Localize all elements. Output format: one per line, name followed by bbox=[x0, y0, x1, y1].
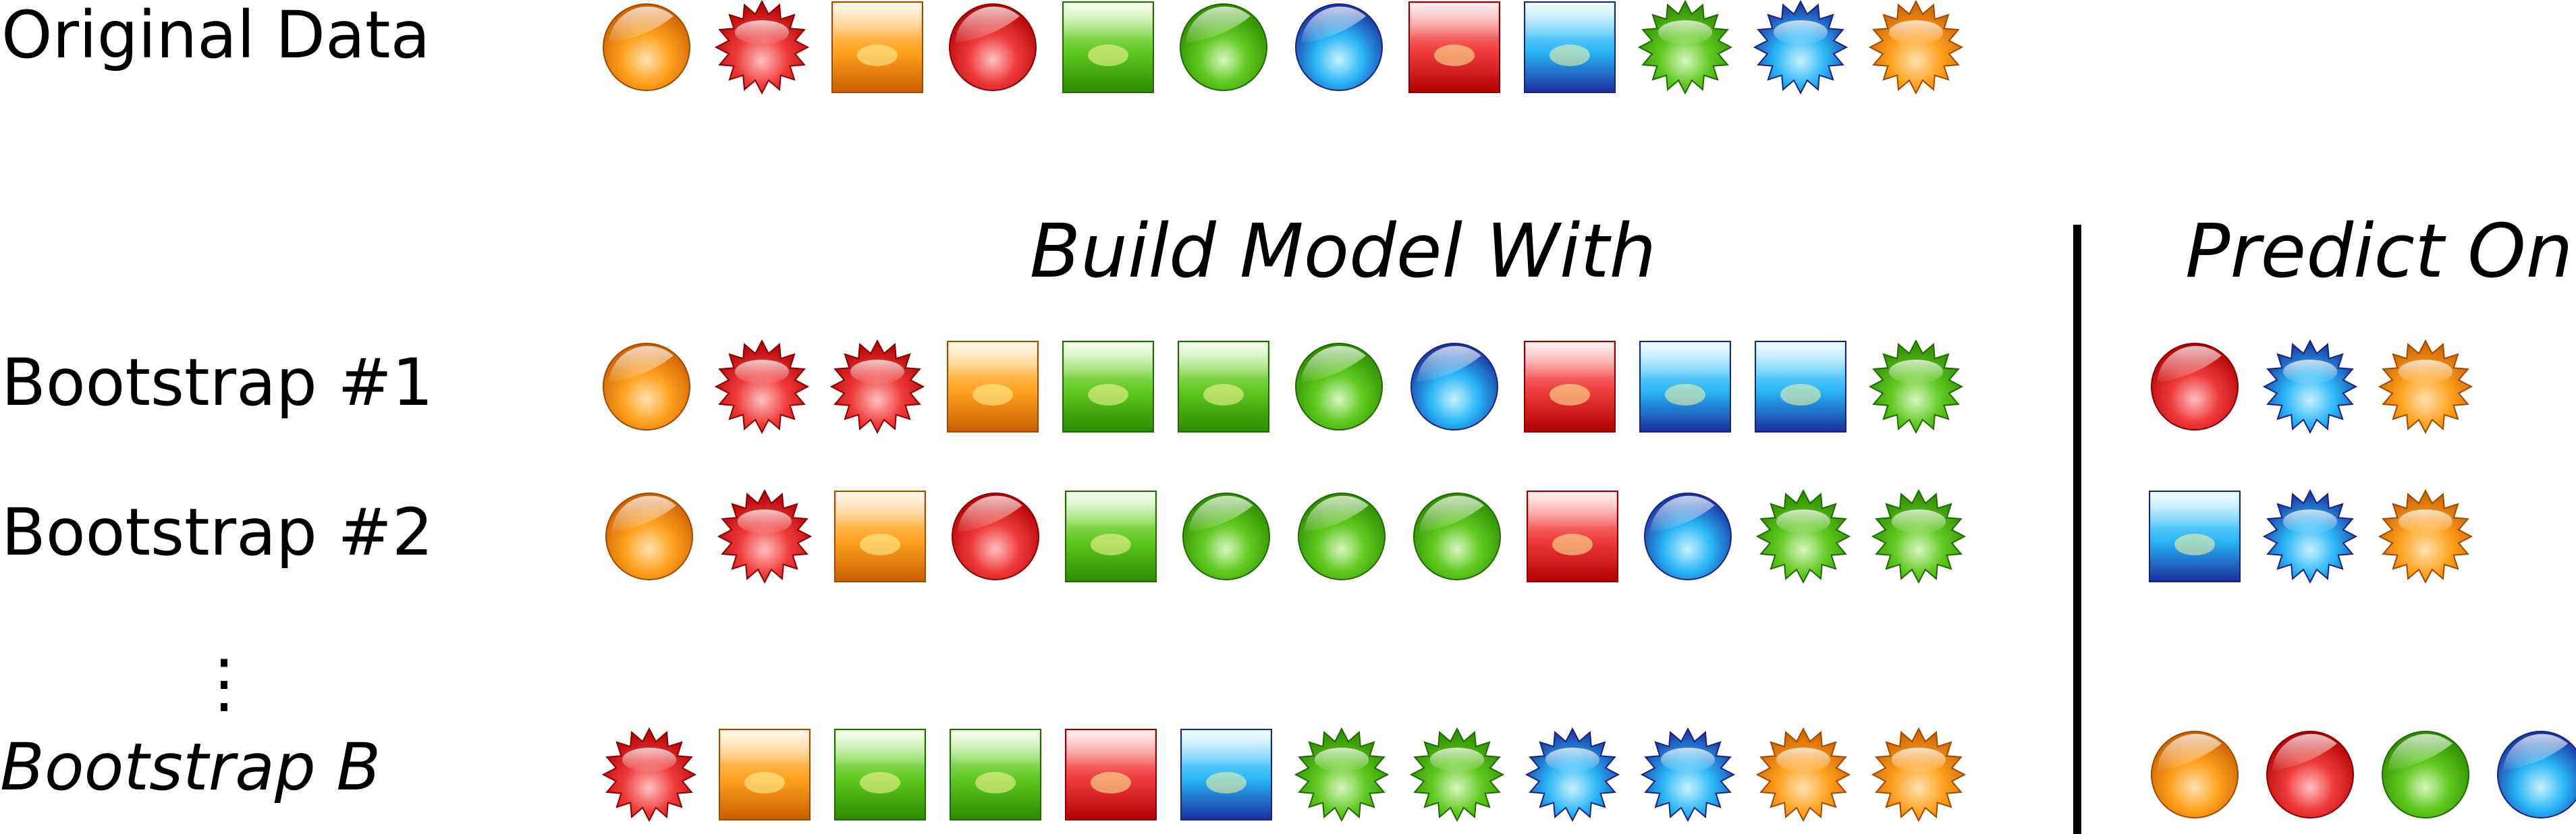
green-star-icon bbox=[1868, 339, 1964, 435]
orange-circle-icon bbox=[603, 3, 690, 91]
green-square-icon bbox=[834, 729, 926, 821]
orange-circle-icon bbox=[605, 493, 693, 580]
red-circle-icon bbox=[949, 3, 1037, 91]
label-bootstrap-2: Bootstrap #2 bbox=[1, 495, 433, 570]
red-square-icon bbox=[1527, 491, 1618, 582]
green-circle-icon bbox=[1182, 493, 1270, 580]
green-circle-icon bbox=[1295, 343, 1383, 430]
red-square-icon bbox=[1408, 1, 1500, 93]
label-bootstrap-b: Bootstrap B bbox=[0, 729, 381, 805]
blue-square-icon bbox=[1755, 341, 1846, 433]
blue-square-icon bbox=[1639, 341, 1731, 433]
blue-circle-icon bbox=[2497, 731, 2576, 818]
blue-star-icon bbox=[2262, 489, 2358, 584]
orange-circle-icon bbox=[2151, 731, 2239, 818]
red-circle-icon bbox=[2266, 731, 2354, 818]
red-star-icon bbox=[829, 339, 925, 435]
red-circle-icon bbox=[2151, 343, 2239, 430]
blue-square-icon bbox=[2149, 491, 2241, 582]
red-star-icon bbox=[717, 489, 813, 584]
shape-rows bbox=[601, 0, 2576, 823]
label-build-model-with: Build Model With bbox=[1030, 208, 1657, 294]
red-square-icon bbox=[1065, 729, 1157, 821]
green-square-icon bbox=[1062, 341, 1154, 433]
green-square-icon bbox=[1062, 1, 1154, 93]
green-star-icon bbox=[1409, 727, 1505, 823]
red-star-icon bbox=[601, 727, 697, 823]
orange-circle-icon bbox=[603, 343, 690, 430]
blue-star-icon bbox=[1753, 0, 1848, 95]
orange-star-icon bbox=[1868, 0, 1964, 95]
label-bootstrap-1: Bootstrap #1 bbox=[1, 345, 433, 420]
green-square-icon bbox=[1065, 491, 1157, 582]
orange-square-icon bbox=[719, 729, 811, 821]
orange-star-icon bbox=[2378, 489, 2473, 584]
blue-square-icon bbox=[1524, 1, 1616, 93]
green-circle-icon bbox=[1413, 493, 1501, 580]
orange-star-icon bbox=[1871, 727, 1967, 823]
green-square-icon bbox=[1178, 341, 1269, 433]
label-predict-on: Predict On bbox=[2185, 208, 2573, 294]
green-star-icon bbox=[1637, 0, 1733, 95]
blue-star-icon bbox=[1640, 727, 1736, 823]
green-circle-icon bbox=[1180, 3, 1267, 91]
blue-square-icon bbox=[1180, 729, 1272, 821]
orange-star-icon bbox=[2378, 339, 2473, 435]
green-circle-icon bbox=[1298, 493, 1386, 580]
orange-square-icon bbox=[947, 341, 1039, 433]
red-star-icon bbox=[714, 339, 810, 435]
blue-circle-icon bbox=[1644, 493, 1732, 580]
green-star-icon bbox=[1871, 489, 1967, 584]
blue-circle-icon bbox=[1295, 3, 1383, 91]
red-square-icon bbox=[1524, 341, 1616, 433]
green-star-icon bbox=[1294, 727, 1390, 823]
green-star-icon bbox=[1755, 489, 1851, 584]
blue-star-icon bbox=[2262, 339, 2358, 435]
orange-star-icon bbox=[1755, 727, 1851, 823]
red-circle-icon bbox=[952, 493, 1039, 580]
red-star-icon bbox=[714, 0, 810, 95]
label-original-data: Original Data bbox=[1, 0, 430, 73]
blue-circle-icon bbox=[1410, 343, 1498, 430]
green-circle-icon bbox=[2382, 731, 2469, 818]
label-ellipsis: ⋮ bbox=[192, 645, 256, 721]
orange-square-icon bbox=[834, 491, 926, 582]
green-square-icon bbox=[950, 729, 1041, 821]
blue-star-icon bbox=[1525, 727, 1620, 823]
orange-square-icon bbox=[831, 1, 923, 93]
